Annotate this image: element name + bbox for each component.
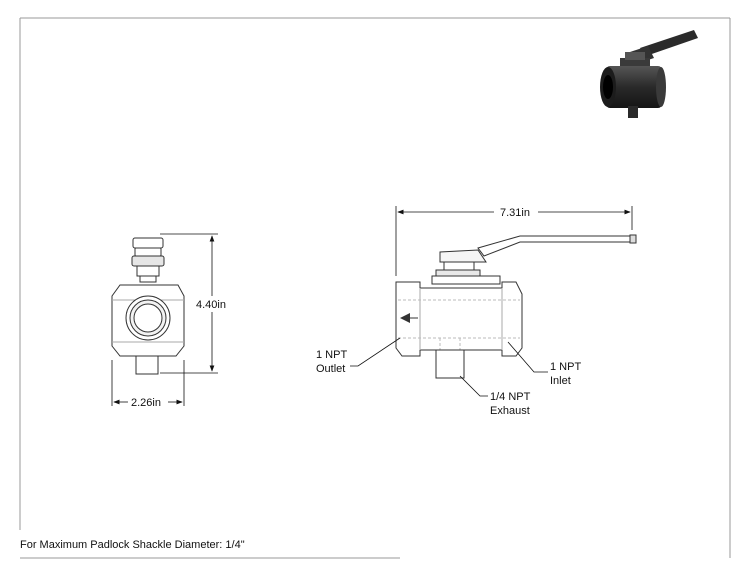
padlock-note: For Maximum Padlock Shackle Diameter: 1/… [20, 539, 245, 551]
width-dimension-label: 2.26in [131, 397, 161, 409]
exhaust-callout-size: 1/4 NPT [490, 391, 531, 403]
outlet-callout-label: Outlet [316, 363, 345, 375]
callout-leaders [350, 337, 548, 397]
inlet-callout-size: 1 NPT [550, 361, 581, 373]
length-dimension-lines [395, 206, 633, 276]
end-view [111, 237, 185, 375]
outlet-callout-size: 1 NPT [316, 349, 347, 361]
inlet-callout-label: Inlet [550, 375, 571, 387]
length-dimension-label: 7.31in [500, 207, 530, 219]
end-view-dimension-lines [111, 233, 218, 406]
isometric-valve-thumbnail [600, 30, 698, 118]
sheet-border [19, 17, 731, 559]
height-dimension-label: 4.40in [196, 299, 226, 311]
side-view [395, 234, 637, 379]
exhaust-callout-label: Exhaust [490, 405, 530, 417]
